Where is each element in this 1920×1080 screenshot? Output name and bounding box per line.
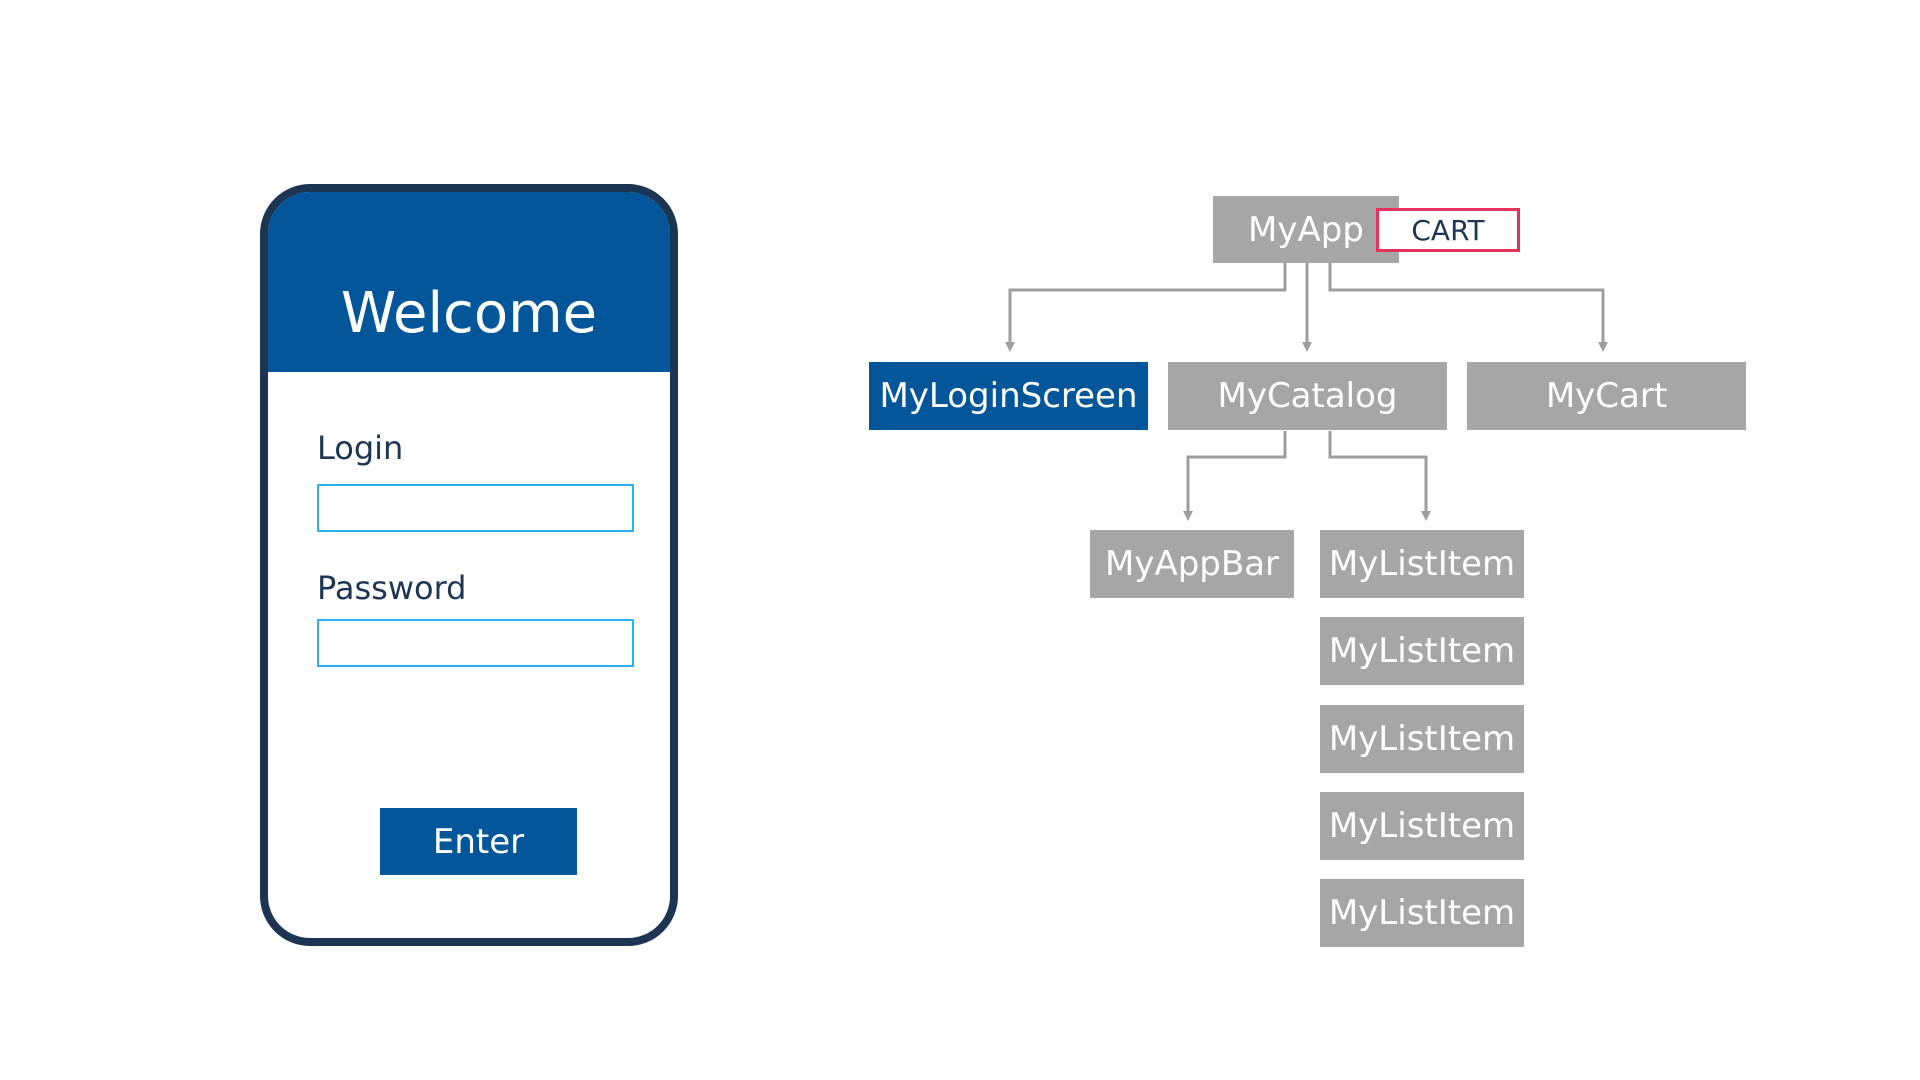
node-myappbar: MyAppBar: [1090, 530, 1294, 598]
node-mycart: MyCart: [1467, 362, 1746, 430]
login-label: Login: [317, 429, 404, 467]
node-mycatalog: MyCatalog: [1168, 362, 1447, 430]
edge-catalog-appbar: [1183, 431, 1287, 521]
password-input[interactable]: [317, 619, 634, 667]
edge-app-login: [1005, 262, 1287, 352]
enter-button[interactable]: Enter: [380, 808, 577, 875]
node-mylistitem: MyListItem: [1320, 792, 1524, 860]
node-myloginscreen: MyLoginScreen: [869, 362, 1148, 430]
node-mylistitem: MyListItem: [1320, 705, 1524, 773]
phone-header: Welcome: [268, 192, 670, 372]
phone-mockup: Welcome Login Password Enter: [260, 184, 678, 946]
node-mylistitem: MyListItem: [1320, 879, 1524, 947]
cart-state-tag: CART: [1376, 208, 1520, 252]
edge-app-cart: [1328, 262, 1608, 352]
node-mylistitem: MyListItem: [1320, 530, 1524, 598]
node-mylistitem: MyListItem: [1320, 617, 1524, 685]
edge-catalog-listitem: [1328, 431, 1431, 521]
welcome-title: Welcome: [340, 281, 598, 346]
password-label: Password: [317, 569, 467, 607]
node-myapp: MyApp: [1213, 196, 1399, 263]
login-input[interactable]: [317, 484, 634, 532]
